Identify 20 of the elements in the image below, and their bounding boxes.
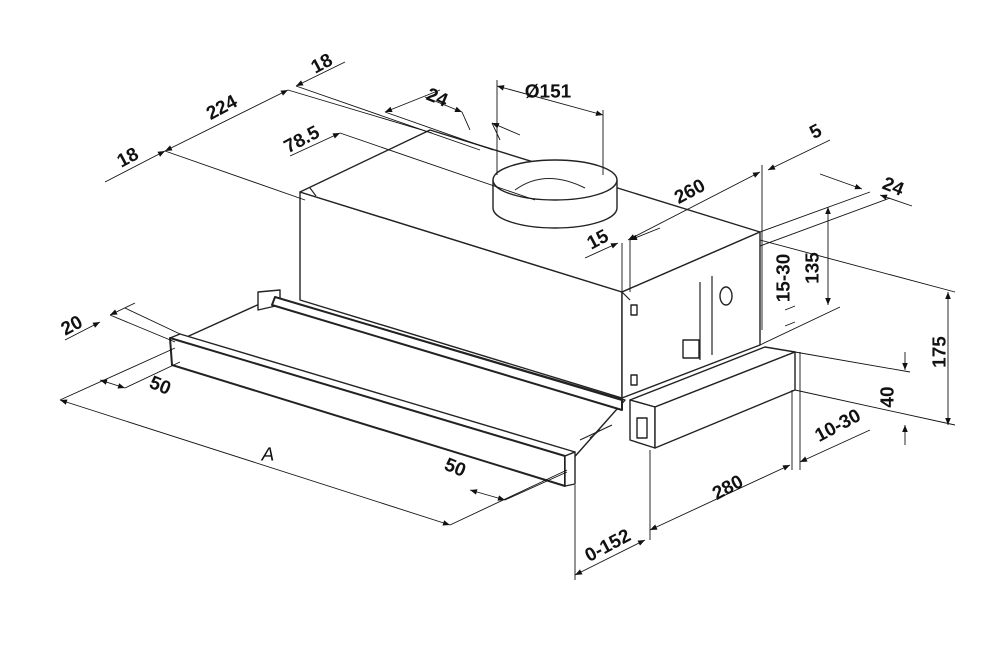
- dimension-label: 78.5: [281, 122, 323, 158]
- dimension-label: 20: [58, 312, 86, 340]
- dimension-label: 0-152: [582, 526, 634, 566]
- dimension-label: 260: [672, 176, 708, 208]
- dimension-label: 5: [806, 121, 826, 143]
- dimension-label: 135: [804, 252, 822, 284]
- dimension-label: 224: [204, 92, 240, 124]
- dimension-label: 15-30: [774, 254, 794, 302]
- dimension-label: 15: [584, 226, 612, 254]
- dimension-label: 18: [114, 144, 142, 172]
- dimension-label: 40: [878, 386, 898, 408]
- dimension-label: 24: [424, 85, 450, 111]
- dimension-label: 50: [146, 373, 174, 399]
- dimension-label: 175: [930, 336, 950, 368]
- dimension-label: 24: [880, 174, 906, 200]
- dimension-label: A: [262, 446, 274, 464]
- dimension-label: Ø151: [524, 82, 572, 102]
- dimension-label: 18: [308, 50, 336, 78]
- dimension-label: 280: [710, 472, 746, 504]
- dimension-label: 50: [442, 455, 468, 481]
